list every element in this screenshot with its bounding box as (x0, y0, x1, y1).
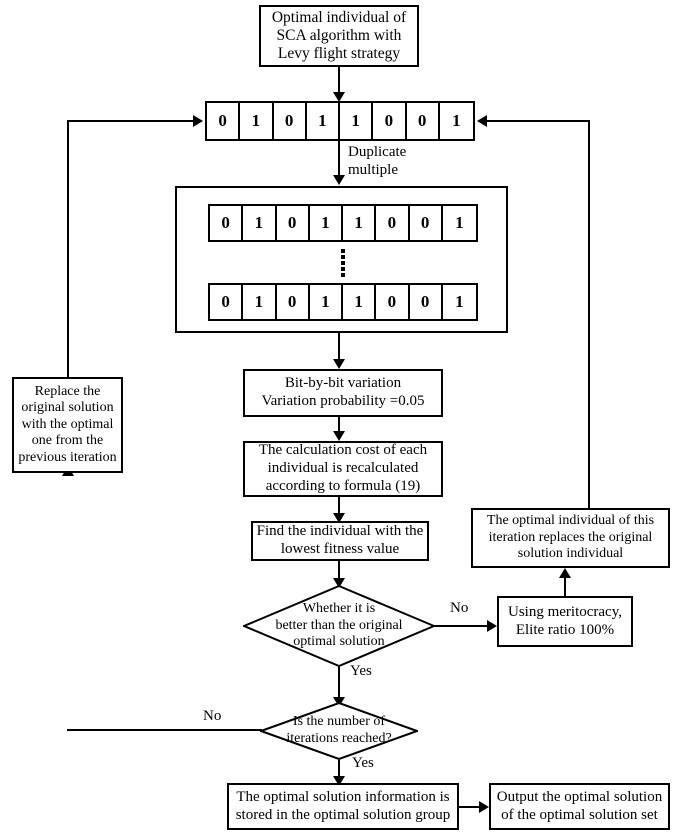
node-replace-previous: Replace the original solution with the o… (12, 377, 123, 473)
bit-strip-duplicate-2: 0 1 0 1 1 0 0 1 (208, 283, 478, 321)
edge-label-better-no: No (450, 600, 469, 616)
edge-decision-iterations-yes (338, 760, 340, 782)
vertical-ellipsis-icon (341, 249, 345, 277)
arrowhead-meritocracy-to-replace-original (559, 568, 571, 578)
bit-cell: 0 (373, 103, 407, 139)
bit-cell: 0 (276, 285, 310, 319)
bit-cell: 1 (309, 285, 343, 319)
node-store-solution-label: The optimal solution information is stor… (235, 788, 451, 823)
edge-meritocracy-to-replace-original (564, 578, 566, 597)
arrowhead-bitstrip-to-group (333, 175, 345, 185)
edge-group-to-mutation (338, 333, 340, 361)
node-meritocracy: Using meritocracy, Elite ratio 100% (497, 596, 633, 647)
edge-recalculate-to-findbest (338, 497, 340, 517)
bit-cell: 0 (210, 206, 244, 240)
edge-right-feedback-horizontal (487, 120, 590, 122)
bit-cell: 0 (207, 103, 241, 139)
node-start-label: Optimal individual of SCA algorithm with… (271, 8, 407, 63)
node-output-solution-label: Output the optimal solution of the optim… (496, 788, 663, 823)
edge-decision-better-no (434, 625, 489, 627)
bit-cell: 1 (240, 103, 274, 139)
edge-decision-better-yes (338, 667, 340, 701)
edge-label-iterations-no: No (203, 708, 222, 724)
bit-cell: 1 (343, 285, 377, 319)
bit-cell: 0 (273, 103, 307, 139)
node-recalculate-label: The calculation cost of each individual … (258, 442, 428, 494)
node-recalculate: The calculation cost of each individual … (243, 441, 443, 497)
bit-cell: 1 (442, 285, 476, 319)
arrowhead-start-to-bitstrip (333, 92, 345, 102)
edge-decision-iterations-no (67, 729, 262, 731)
bit-cell: 1 (439, 103, 473, 139)
node-output-solution: Output the optimal solution of the optim… (489, 783, 670, 830)
node-replace-previous-label: Replace the original solution with the o… (18, 383, 117, 465)
node-decision-iterations-label: Is the number of iterations reached? (286, 714, 392, 746)
bit-cell: 1 (309, 206, 343, 240)
edge-start-to-bitstrip (338, 67, 340, 94)
edge-label-better-yes: Yes (350, 663, 372, 679)
bit-cell: 0 (376, 285, 410, 319)
decision-better-shape (243, 585, 435, 667)
bit-cell: 0 (276, 206, 310, 240)
edge-label-duplicate-multiple: Duplicate multiple (348, 144, 407, 178)
bit-cell: 1 (340, 103, 374, 139)
edge-findbest-to-decision-better (338, 561, 340, 583)
edge-mutation-to-recalculate (338, 417, 340, 435)
edge-bitstrip-to-group (338, 141, 340, 177)
node-decision-iterations: Is the number of iterations reached? (260, 702, 418, 760)
bit-strip-top: 0 1 0 1 1 0 0 1 (205, 101, 475, 141)
node-find-best: Find the individual with the lowest fitn… (251, 521, 429, 561)
arrowhead-group-to-mutation (333, 359, 345, 369)
decision-iterations-shape (260, 702, 418, 760)
bit-strip-duplicate-1: 0 1 0 1 1 0 0 1 (208, 204, 478, 242)
edge-store-to-output (459, 806, 483, 808)
bit-cell: 0 (409, 206, 443, 240)
node-mutation: Bit-by-bit variation Variation probabili… (243, 369, 443, 417)
edge-left-feedback-horizontal (67, 120, 195, 122)
arrowhead-mutation-to-recalculate (333, 431, 345, 441)
arrowhead-recalculate-to-findbest (333, 513, 345, 523)
node-mutation-label: Bit-by-bit variation Variation probabili… (261, 375, 425, 409)
bit-cell: 1 (442, 206, 476, 240)
node-meritocracy-label: Using meritocracy, Elite ratio 100% (508, 603, 622, 638)
node-replace-original: The optimal individual of this iteration… (471, 508, 670, 568)
edge-left-feedback-vertical (67, 120, 69, 378)
bit-cell: 0 (409, 285, 443, 319)
bit-cell: 0 (210, 285, 244, 319)
arrowhead-right-feedback-into-bitstrip (477, 115, 487, 127)
arrowhead-left-feedback-into-bitstrip (193, 115, 203, 127)
bit-cell: 0 (376, 206, 410, 240)
node-decision-better-label: Whether it is better than the original o… (275, 600, 403, 650)
arrowhead-decision-iterations-yes (333, 776, 345, 786)
node-store-solution: The optimal solution information is stor… (227, 783, 459, 830)
arrowhead-store-to-output (479, 801, 489, 813)
edge-label-iterations-yes: Yes (352, 755, 374, 771)
arrowhead-findbest-to-decision-better (333, 578, 345, 588)
bit-cell: 1 (243, 206, 277, 240)
bit-cell: 1 (343, 206, 377, 240)
node-find-best-label: Find the individual with the lowest fitn… (256, 523, 424, 557)
bit-cell: 0 (406, 103, 440, 139)
node-start: Optimal individual of SCA algorithm with… (259, 5, 419, 67)
node-replace-original-label: The optimal individual of this iteration… (486, 513, 655, 562)
bit-cell: 1 (243, 285, 277, 319)
edge-right-feedback-vertical (588, 120, 590, 510)
node-decision-better: Whether it is better than the original o… (243, 585, 435, 667)
arrowhead-decision-better-no (487, 620, 497, 632)
bit-cell: 1 (306, 103, 340, 139)
